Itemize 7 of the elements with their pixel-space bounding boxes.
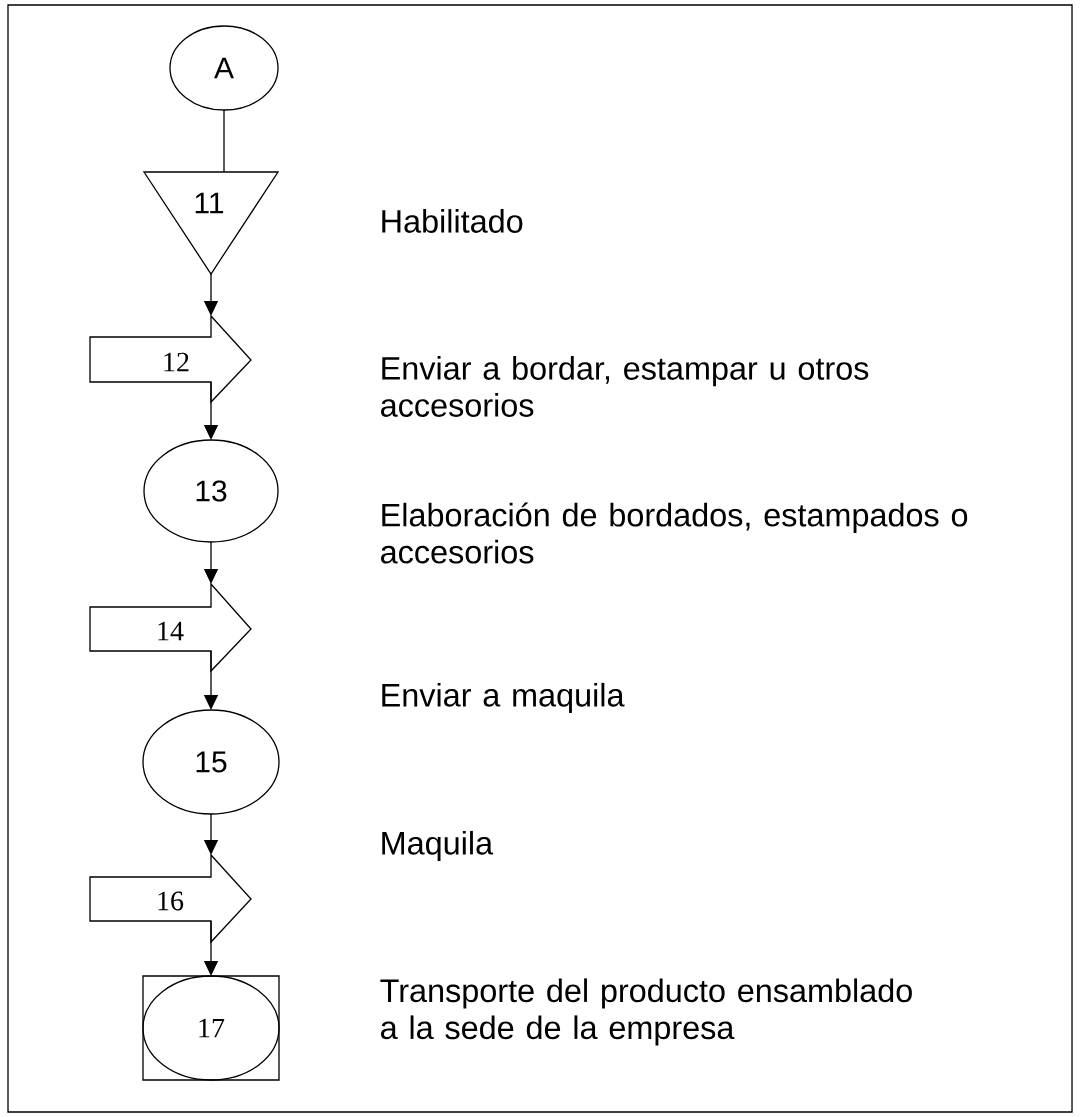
connector-line bbox=[223, 109, 225, 173]
activity-description: Enviar a maquila bbox=[382, 682, 625, 714]
activity-description: Elaboración de bordados, estampados o accesorios bbox=[381, 502, 968, 564]
activity-description: Enviar a bordar, estampar u otros accesorios bbox=[381, 356, 869, 417]
activity-description: Transporte del producto ensamblado a la sede de la empresa bbox=[380, 978, 912, 1046]
activity-description: Habilitado bbox=[382, 209, 523, 233]
activity-description: Maquila bbox=[382, 830, 494, 862]
